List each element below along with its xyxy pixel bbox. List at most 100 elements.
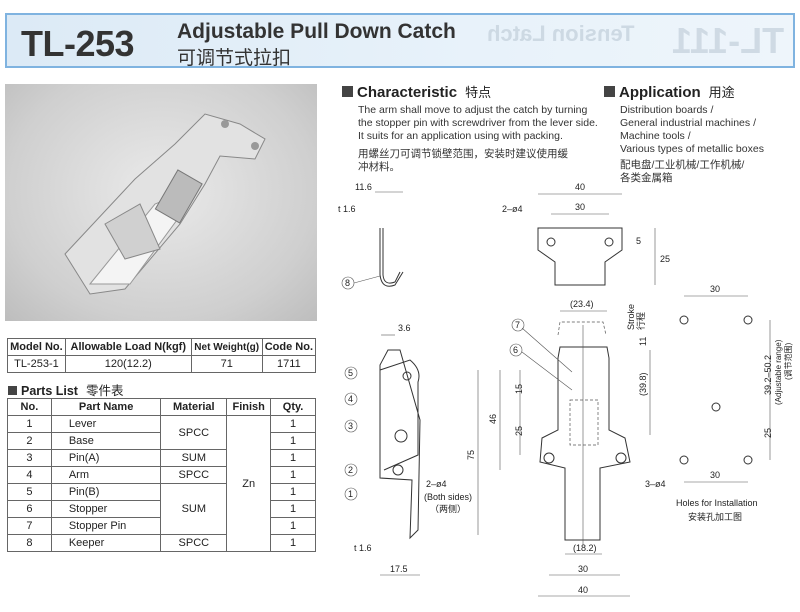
drawing-element [154,169,203,224]
dimension-label: (23.4) [570,299,594,309]
drawing-element [379,359,420,471]
drawing-element [569,399,599,446]
drawing-element [557,321,607,336]
drawing-element [344,487,358,501]
dimension-label: 40 [578,585,588,595]
drawing-element [402,371,412,381]
drawing-element [537,227,623,286]
drawing-element [344,463,358,477]
dimension-label: 39.2–50.2 [763,355,773,395]
drawing-element [543,452,555,464]
drawing-element [679,455,689,465]
cell-code: 1711 [261,355,317,373]
dimension-label: 17.5 [390,564,408,574]
table-cell: SUM [160,449,228,467]
dimension-label: 25 [514,426,524,436]
dimension-label: 30 [710,470,720,480]
table-cell: Stopper [50,500,162,518]
table-cell: SUM [160,483,228,535]
dimension-label: 30 [710,284,720,294]
drawing-element [353,275,381,284]
drawing-element [221,120,229,128]
dimension-label: 6 [513,345,518,355]
dimension-label: 75 [466,450,476,460]
dimension-label: t 1.6 [338,204,356,214]
drawing-element [511,318,525,332]
table-cell: Keeper [50,534,162,552]
table-cell: Stopper Pin [50,517,162,535]
dimension-label: 1 [348,489,353,499]
dimension-label: 2–ø4 [426,479,447,489]
drawing-element [604,237,614,247]
dimension-label: 安装孔加工图 [688,511,742,522]
col-finish: Finish [226,398,272,416]
dimension-label: 3–ø4 [645,479,666,489]
drawing-element [679,315,689,325]
drawing-element [382,228,401,284]
dimension-label: 30 [578,564,588,574]
dimension-label: 5 [348,368,353,378]
latch-photo-illustration [64,113,266,295]
dimension-label: 46 [488,414,498,424]
application-list: Distribution boards /General industrial … [620,104,764,184]
dimension-label: Stroke [626,304,636,330]
dimension-label: 25 [763,428,773,438]
latch-front-view: (23.4) Stroke 行程 11 (39.8) 7 6 15 25 46 … [466,299,666,597]
dimension-label: 15 [514,384,524,394]
drawing-element [615,452,627,464]
drawing-element [344,366,358,380]
dimension-label: (调节范围) [783,342,793,380]
table-cell: SPCC [160,466,228,484]
drawing-element [743,455,753,465]
title-banner: Tension Latch TL-111 TL-253 Adjustable P… [5,13,795,69]
drawing-element [521,327,573,373]
drawing-element [251,142,259,150]
characteristic-text-en: The arm shall move to adjust the catch b… [358,104,598,142]
dimension-label: 行程 [635,312,646,330]
dimension-label: (Both sides) [424,492,472,502]
lever-side-view: 3.6 5 4 3 2 1 2–ø4 (Both sides) （两侧） t 1… [344,323,472,576]
dimension-label: 25 [660,254,670,264]
dimension-label: 11.6 [355,182,372,192]
cell-model: TL-253-1 [7,355,66,373]
keeper-front-view: 40 30 2–ø4 5 25 [502,182,670,286]
drawing-element [539,346,631,541]
dimension-label: Holes for Installation [676,498,758,508]
cell-load: 120(12.2) [64,355,192,373]
product-title-en: Adjustable Pull Down Catch [177,20,456,43]
dimension-label: 8 [345,278,350,288]
drawing-element [521,351,573,391]
col-load: Allowable Load N(kgf) [64,338,192,356]
cell-weight: 71 [190,355,263,373]
dimension-label: 3 [348,421,353,431]
drawing-element [344,392,358,406]
keeper-side-view: 11.6 t 1.6 8 [338,182,404,290]
drawing-element [392,464,404,476]
dimension-label: (18.2) [573,543,597,553]
finish-cell: Zn [226,415,272,552]
drawing-element [509,343,523,357]
dimension-label: 2 [348,465,353,475]
drawing-element [711,402,721,412]
dimension-label: 5 [636,236,641,246]
drawing-element [379,228,404,287]
drawing-element [379,349,421,540]
col-material: Material [160,398,228,416]
drawing-element [743,315,753,325]
dimension-label: (Adjustable range) [774,339,783,405]
dimension-label: (39.8) [638,372,648,396]
model-number: TL-253 [21,23,135,64]
dimension-label: （两侧） [430,503,466,514]
drawing-element [344,419,358,433]
